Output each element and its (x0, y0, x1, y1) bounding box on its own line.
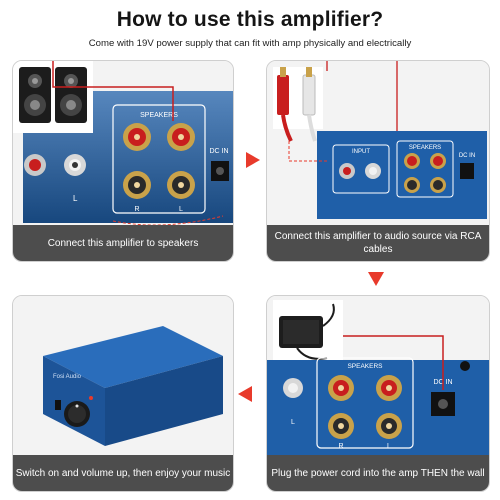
page-title: How to use this amplifier? (116, 8, 384, 31)
arrow-down-icon (368, 272, 384, 286)
svg-text:INPUT: INPUT (352, 149, 370, 155)
speakers-connection-photo: L SPEAKERS R L DC IN (13, 61, 233, 225)
step-caption-rca: Connect this amplifier to audio source v… (267, 225, 489, 261)
step-caption-power-cord: Plug the power cord into the amp THEN th… (267, 455, 489, 491)
power-cord-photo: L SPEAKERS R L DC IN (267, 296, 489, 455)
rca-connection-photo: INPUT SPEAKERS DC IN (267, 61, 489, 225)
arrow-right-icon (246, 152, 260, 168)
svg-text:L: L (179, 206, 183, 213)
arrow-left-icon (238, 386, 252, 402)
svg-text:DC IN: DC IN (459, 153, 475, 159)
amplifier-front-photo: Fosi Audio (13, 296, 233, 455)
speakers-label: SPEAKERS (140, 112, 178, 119)
svg-text:L: L (291, 419, 295, 426)
brand-label: Fosi Audio (53, 374, 82, 380)
svg-text:R: R (338, 443, 343, 450)
step-caption-speakers: Connect this amplifier to speakers (13, 225, 233, 261)
svg-text:R: R (134, 206, 139, 213)
page-subtitle: Come with 19V power supply that can fit … (88, 38, 412, 49)
step-panel-speakers: L SPEAKERS R L DC IN Connect this amplif… (12, 60, 234, 262)
svg-text:SPEAKERS: SPEAKERS (409, 145, 441, 151)
svg-text:L: L (387, 443, 391, 450)
svg-text:SPEAKERS: SPEAKERS (347, 363, 383, 370)
step-caption-power-on: Switch on and volume up, then enjoy your… (13, 455, 233, 491)
step-panel-power-on: Fosi Audio Switch on and volume up, then… (12, 295, 234, 492)
step-panel-rca: INPUT SPEAKERS DC IN Connect this amplif… (266, 60, 490, 262)
svg-text:DC IN: DC IN (209, 148, 228, 155)
svg-text:L: L (73, 194, 78, 203)
step-panel-power-cord: L SPEAKERS R L DC IN Plug the power cord… (266, 295, 490, 492)
